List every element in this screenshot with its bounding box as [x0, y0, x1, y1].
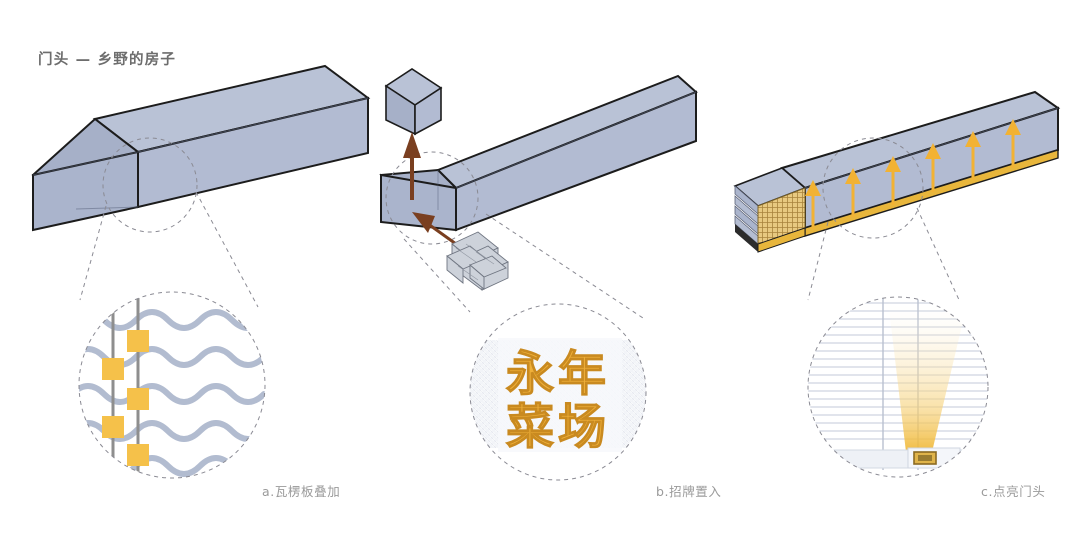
light-arrow [805, 180, 821, 229]
detail-b-circle-outline [469, 303, 647, 481]
beam-a-group [31, 64, 371, 308]
caption-step-c: c.点亮门头 [981, 484, 1046, 499]
detail-c-uplight [807, 296, 989, 478]
light-glow-cone [888, 300, 968, 452]
caption-step-b: b.招牌置入 [656, 484, 722, 499]
beam-a-leader-left [79, 205, 107, 301]
beam-c-layered-end [733, 167, 807, 253]
beam-b-focus-circle [385, 151, 479, 245]
light-arrow [965, 131, 981, 180]
metal-profile-bundle [446, 231, 509, 291]
detail-a-corrugated [78, 291, 266, 479]
beam-a-focus-circle [102, 137, 198, 233]
beam-c-focus-circle [822, 137, 924, 239]
detail-a-circle-outline [78, 291, 266, 479]
beam-b-leader-left [403, 238, 471, 313]
detail-b-signboard: 永年 菜场 [469, 303, 647, 481]
page-title: 门头 — 乡野的房子 [38, 52, 177, 68]
beam-a-leader-right [195, 191, 259, 308]
beam-b-leader-right [485, 213, 647, 321]
beam-c-group [733, 90, 1061, 303]
light-arrow [925, 143, 941, 192]
caption-step-a: a.瓦楞板叠加 [262, 484, 341, 499]
beam-b-group [379, 74, 698, 321]
beam-c-leader-left [807, 221, 829, 301]
sign-text-line1: 永年 [506, 346, 610, 402]
cube-extract-arrow [403, 132, 421, 200]
light-arrow [1005, 119, 1021, 168]
light-arrow [885, 156, 901, 205]
beam-b-left-face [380, 173, 457, 232]
extracted-cube [384, 68, 443, 136]
light-arrow [845, 168, 861, 217]
light-arrows [805, 119, 1021, 229]
sign-text-line2: 菜场 [506, 399, 610, 455]
beam-c-leader-right [916, 207, 961, 303]
detail-c-circle-outline [807, 296, 989, 478]
cube-right-face [414, 86, 442, 136]
wave-connectors [102, 330, 149, 466]
